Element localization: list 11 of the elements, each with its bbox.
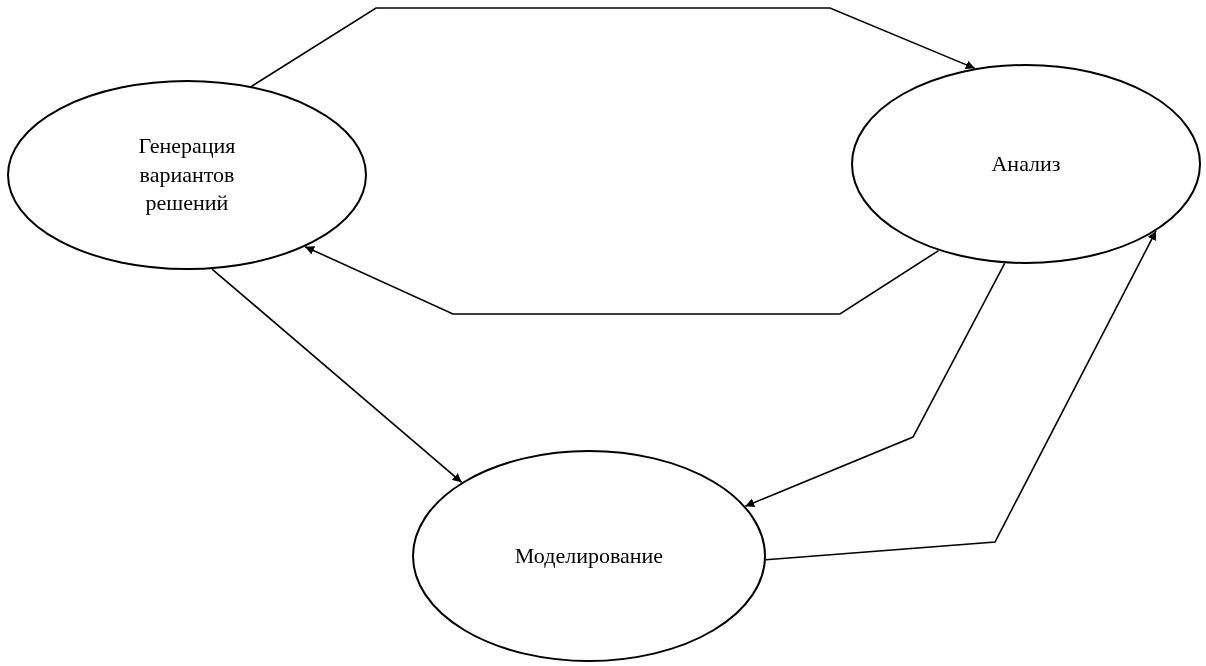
node-label: Моделирование (514, 541, 664, 570)
node-label: Генерация вариантов решений (137, 132, 237, 218)
arrow (211, 268, 463, 484)
ellipse-node (851, 64, 1201, 264)
ellipse-node (7, 80, 367, 270)
arrow (304, 245, 940, 315)
arrow (250, 7, 976, 88)
arrow (765, 230, 1157, 561)
ellipse-node (412, 450, 766, 662)
arrow (744, 262, 1006, 508)
node-label: Анализ (991, 149, 1061, 178)
